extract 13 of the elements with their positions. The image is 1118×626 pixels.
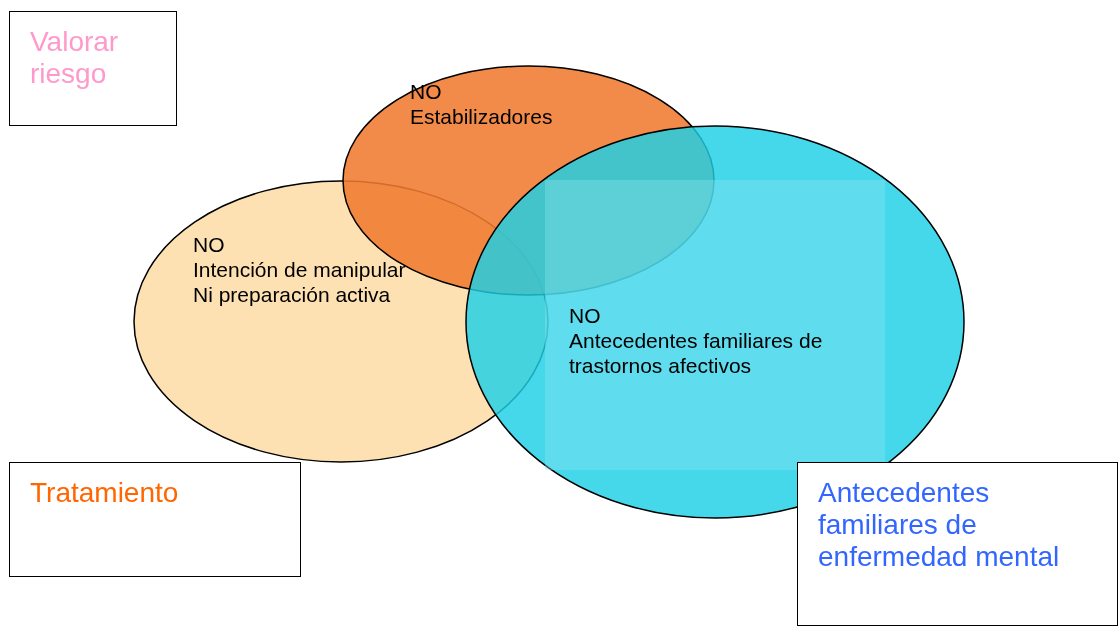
ellipse-label: NO — [193, 232, 226, 257]
ellipse-label: Ni preparación activa — [193, 282, 392, 307]
ellipse-label: NO — [410, 79, 443, 104]
ellipse-label: Intención de manipular — [193, 257, 407, 282]
label-box — [797, 462, 1118, 626]
box-label: Tratamiento — [30, 477, 180, 509]
ellipse-label: NO — [569, 303, 602, 328]
box-label: Valorar riesgo — [30, 26, 120, 90]
label-box — [9, 462, 301, 577]
ellipse-label: Estabilizadores — [410, 104, 554, 129]
box-label: Antecedentes familiares de enfermedad mental — [818, 477, 1061, 573]
ellipse-label: Antecedentes familiares de trastornos afectivos — [569, 328, 824, 378]
label-box — [9, 11, 177, 126]
